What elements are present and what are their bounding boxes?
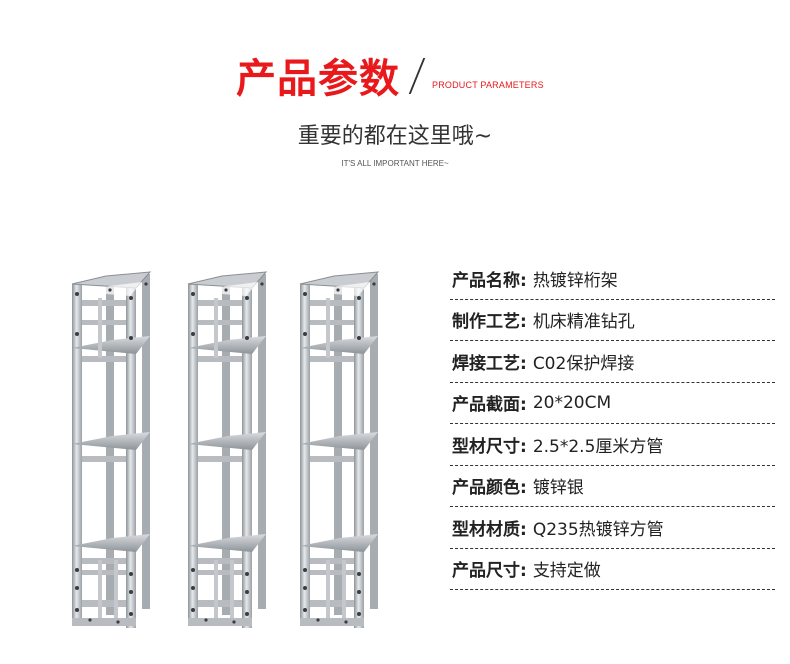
truss-tower-3 bbox=[299, 271, 379, 629]
spec-key: 产品颜色: bbox=[452, 478, 527, 499]
subtitle-en: IT'S ALL IMPORTANT HERE~ bbox=[341, 159, 449, 168]
spec-key: 产品截面: bbox=[452, 395, 527, 416]
spec-value: Q235热镀锌方管 bbox=[532, 519, 664, 540]
spec-key: 焊接工艺: bbox=[452, 353, 527, 374]
spec-key: 产品名称: bbox=[452, 270, 527, 291]
spec-row: 型材材质: Q235热镀锌方管 bbox=[450, 507, 775, 549]
spec-value: 机床精准钻孔 bbox=[532, 312, 635, 333]
spec-value: 20*20CM bbox=[532, 392, 612, 413]
spec-value: C02保护焊接 bbox=[532, 353, 635, 374]
spec-row: 产品截面: 20*20CM bbox=[450, 383, 775, 424]
subtitle: 重要的都在这里哦~ bbox=[297, 124, 493, 149]
page-title-en: PRODUCT PARAMETERS bbox=[432, 80, 544, 90]
spec-value: 镀锌银 bbox=[532, 478, 584, 499]
spec-value: 2.5*2.5厘米方管 bbox=[532, 436, 664, 457]
title-divider bbox=[408, 58, 426, 94]
truss-tower-1 bbox=[71, 271, 151, 629]
truss-tower-image bbox=[71, 271, 379, 629]
spec-row: 焊接工艺: C02保护焊接 bbox=[450, 341, 775, 383]
spec-row: 制作工艺: 机床精准钻孔 bbox=[450, 300, 775, 341]
spec-row: 产品尺寸: 支持定做 bbox=[450, 549, 775, 590]
spec-value: 支持定做 bbox=[532, 561, 601, 582]
spec-key: 型材材质: bbox=[452, 519, 527, 540]
spec-key: 型材尺寸: bbox=[452, 436, 527, 457]
spec-row: 产品名称: 热镀锌桁架 bbox=[450, 258, 775, 300]
spec-row: 产品颜色: 镀锌银 bbox=[450, 466, 775, 507]
spec-key: 制作工艺: bbox=[452, 312, 527, 333]
truss-tower-2 bbox=[187, 271, 267, 629]
spec-value: 热镀锌桁架 bbox=[532, 270, 618, 291]
spec-row: 型材尺寸: 2.5*2.5厘米方管 bbox=[450, 424, 775, 466]
spec-key: 产品尺寸: bbox=[452, 561, 527, 582]
page-title: 产品参数 bbox=[236, 56, 400, 102]
spec-list: 产品名称: 热镀锌桁架 制作工艺: 机床精准钻孔 焊接工艺: C02保护焊接 产… bbox=[450, 258, 775, 590]
